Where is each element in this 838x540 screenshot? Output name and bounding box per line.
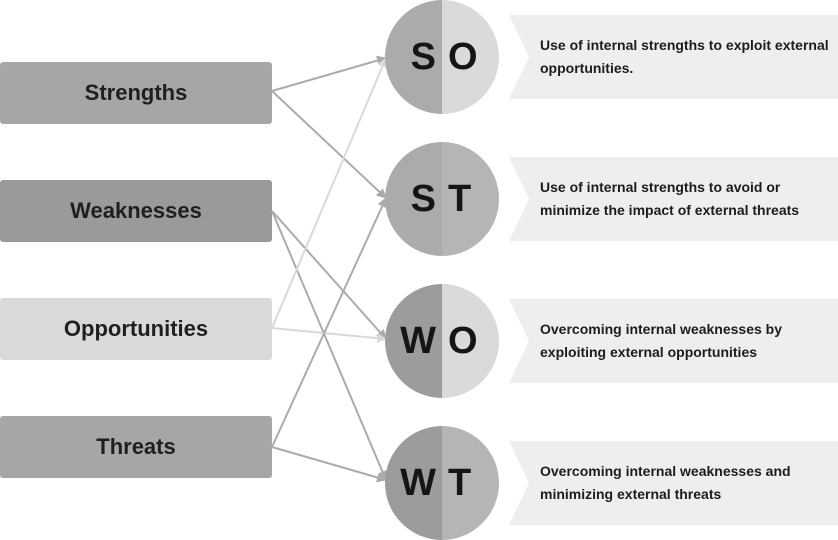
st-description: Use of internal strengths to avoid or mi… (540, 179, 800, 218)
wo-description-box: Overcoming internal weaknesses by exploi… (509, 299, 838, 383)
wo-left-letter: W (385, 284, 442, 398)
arrow-strengths-to-so (271, 55, 387, 92)
wo-strategy-circle: W O (385, 284, 499, 398)
arrow-opportunities-to-wo (271, 327, 387, 344)
st-left-letter: S (385, 142, 442, 256)
st-right-letter: T (442, 142, 499, 256)
wt-description-box: Overcoming internal weaknesses and minim… (509, 441, 838, 525)
so-description-box: Use of internal strengths to exploit ext… (509, 15, 838, 99)
wt-right-letter: T (442, 426, 499, 540)
so-description: Use of internal strengths to exploit ext… (540, 37, 829, 76)
so-left-letter: S (385, 0, 442, 114)
wt-description: Overcoming internal weaknesses and minim… (540, 463, 791, 502)
wt-left-letter: W (385, 426, 442, 540)
opportunities-label: Opportunities (63, 316, 209, 341)
arrow-opportunities-to-so (271, 57, 388, 329)
wo-description: Overcoming internal weaknesses by exploi… (540, 321, 782, 360)
st-strategy-circle: S T (385, 142, 499, 256)
threats-label: Threats (96, 434, 176, 459)
wo-right-letter: O (442, 284, 499, 398)
arrow-threats-to-wt (271, 446, 387, 483)
threats-box: Threats (0, 416, 272, 478)
weaknesses-label: Weaknesses (70, 198, 202, 223)
arrow-weaknesses-to-wt (271, 210, 388, 481)
weaknesses-box: Weaknesses (0, 180, 272, 242)
arrow-weaknesses-to-wo (271, 210, 387, 340)
so-strategy-circle: S O (385, 0, 499, 114)
arrow-strengths-to-st (271, 90, 387, 199)
st-description-box: Use of internal strengths to avoid or mi… (509, 157, 838, 241)
opportunities-box: Opportunities (0, 298, 272, 360)
so-right-letter: O (442, 0, 499, 114)
strengths-label: Strengths (84, 80, 188, 105)
wt-strategy-circle: W T (385, 426, 499, 540)
strengths-box: Strengths (0, 62, 272, 124)
arrow-threats-to-st (271, 197, 387, 448)
